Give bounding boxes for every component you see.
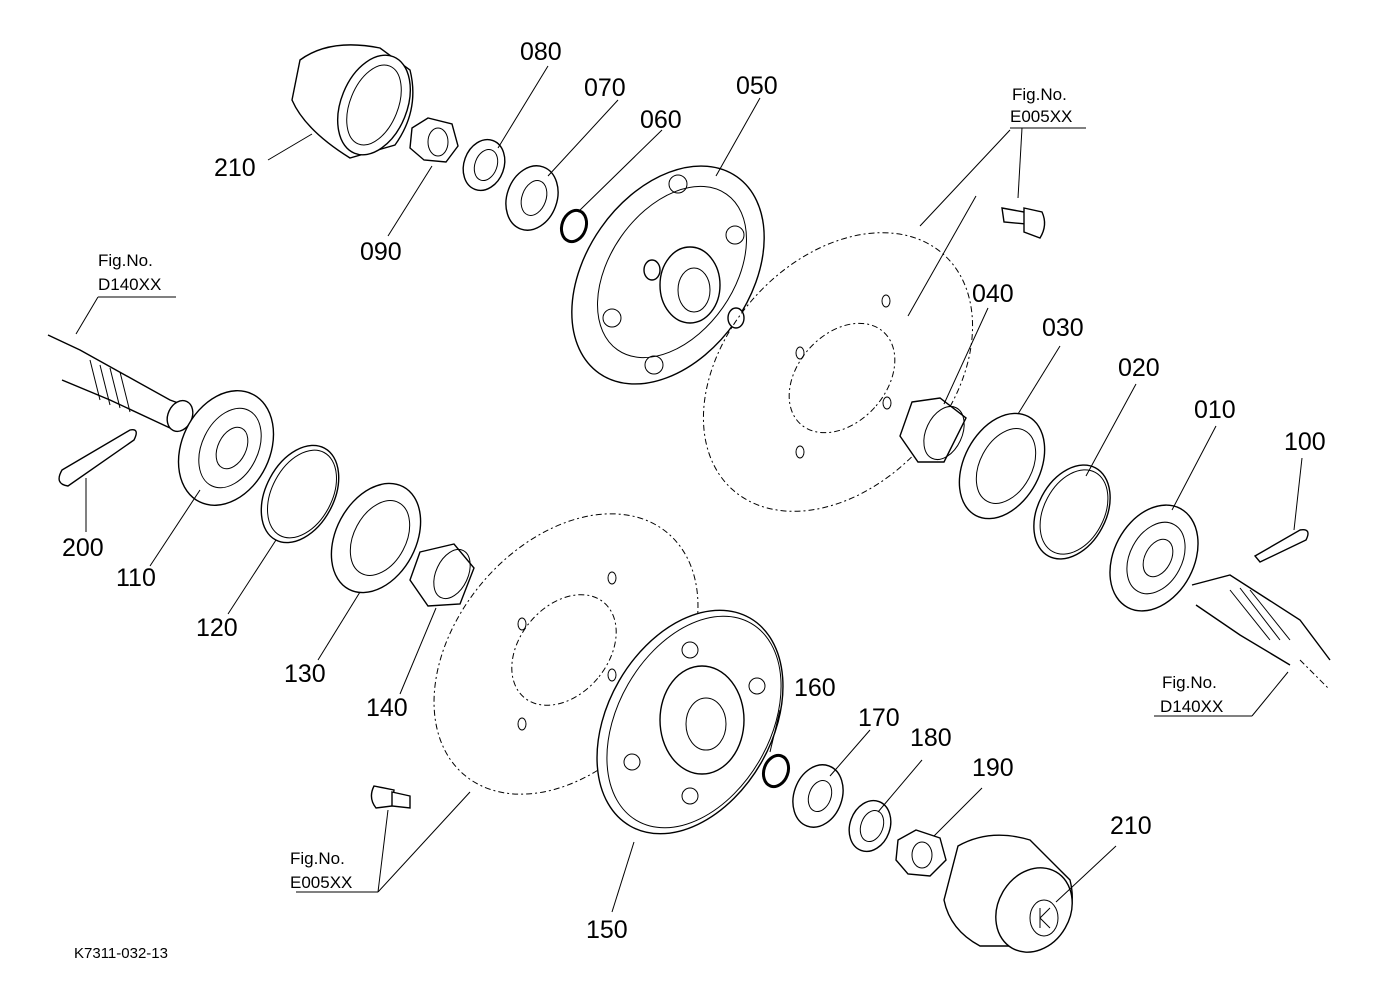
label-060: 060 <box>640 106 682 134</box>
castle-nut-190 <box>895 829 947 877</box>
lock-washer-top <box>462 138 506 192</box>
fig-code: E005XX <box>1010 107 1072 126</box>
label-110: 110 <box>116 564 156 592</box>
hub-flange-150 <box>596 609 784 835</box>
label-190: 190 <box>972 754 1014 782</box>
fig-ref-top-right: Fig.No. E005XX <box>1010 85 1072 126</box>
fig-ref-right: Fig.No. D140XX <box>1160 673 1223 716</box>
label-050: 050 <box>736 72 778 100</box>
label-030: 030 <box>1042 314 1084 342</box>
label-200: 200 <box>62 534 104 562</box>
oil-seal-130 <box>330 482 422 594</box>
label-210-top: 210 <box>214 154 256 182</box>
label-020: 020 <box>1118 354 1160 382</box>
label-170: 170 <box>858 704 900 732</box>
bolt-top <box>1001 207 1046 239</box>
drawing-code: K7311-032-13 <box>74 945 168 962</box>
o-ring-top <box>559 208 589 244</box>
flat-washer-top <box>505 165 559 231</box>
fig-label: Fig.No. <box>98 251 153 270</box>
label-090: 090 <box>360 238 402 266</box>
o-ring-160 <box>761 753 791 789</box>
hub-cap-top <box>291 44 414 159</box>
oil-seal-030 <box>958 412 1046 520</box>
label-100: 100 <box>1284 428 1326 456</box>
axle-shaft-right <box>1191 574 1331 689</box>
collar-040 <box>899 397 967 463</box>
label-040: 040 <box>972 280 1014 308</box>
fig-code: D140XX <box>1160 697 1223 716</box>
fig-label: Fig.No. <box>1012 85 1067 104</box>
fig-code: D140XX <box>98 275 161 294</box>
label-150: 150 <box>586 916 628 944</box>
leader-lines <box>75 65 1303 913</box>
fig-ref-left: Fig.No. D140XX <box>98 251 161 294</box>
label-130: 130 <box>284 660 326 688</box>
fig-ref-bottom-left: Fig.No. E005XX <box>290 849 352 892</box>
part-labels: 210 080 070 060 050 090 040 030 020 010 … <box>62 38 1326 944</box>
label-180: 180 <box>910 724 952 752</box>
lock-washer-180 <box>848 799 892 853</box>
snap-ring-020 <box>1033 464 1111 560</box>
castle-nut-top <box>409 117 459 163</box>
flat-washer-170 <box>792 764 844 828</box>
bearing-110 <box>177 390 275 506</box>
fig-label: Fig.No. <box>290 849 345 868</box>
collar-140 <box>409 543 475 607</box>
label-070: 070 <box>584 74 626 102</box>
axle-shaft-left <box>47 334 194 433</box>
cotter-pin-left <box>58 429 137 487</box>
label-160: 160 <box>794 674 836 702</box>
fig-code: E005XX <box>290 873 352 892</box>
hub-flange-top <box>571 165 765 385</box>
hub-cap-bottom <box>943 834 1073 953</box>
label-080: 080 <box>520 38 562 66</box>
bolt-bottom <box>370 785 411 809</box>
bearing-010 <box>1109 504 1199 612</box>
label-140: 140 <box>366 694 408 722</box>
label-210-bottom: 210 <box>1110 812 1152 840</box>
label-010: 010 <box>1194 396 1236 424</box>
label-120: 120 <box>196 614 238 642</box>
cotter-pin-right <box>1253 529 1309 563</box>
fig-label: Fig.No. <box>1162 673 1217 692</box>
